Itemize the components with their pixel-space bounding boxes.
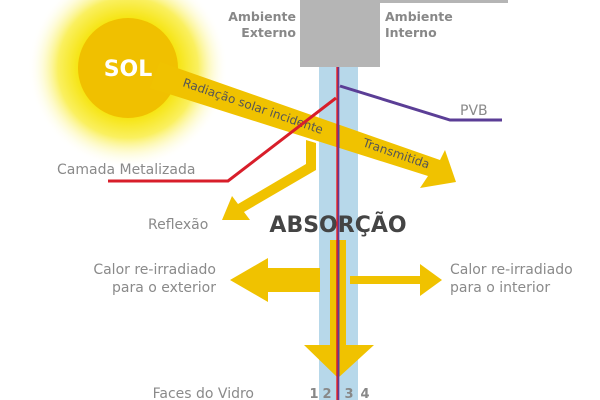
heat-interior-line1: Calor re-irradiado [450,262,573,278]
face-4: 4 [360,387,369,400]
face-1: 1 [309,387,318,400]
internal-env-line2: Interno [385,25,437,40]
environment-divider [300,0,380,67]
heat-interior-arrow [350,264,442,296]
sun-label: SOL [104,57,153,82]
reflection-label: Reflexão [148,217,208,233]
pvb-pointer-line [339,84,502,122]
metallic-pointer-line [108,96,337,183]
top-line [380,0,508,3]
heat-exterior-line2: para o exterior [112,280,216,296]
sun-icon [78,18,178,118]
face-2: 2 [322,387,331,400]
external-env-line2: Externo [241,25,296,40]
internal-env-line1: Ambiente [385,9,453,24]
face-3: 3 [344,387,353,400]
reflection-arrow [222,140,316,220]
heat-interior-line2: para o interior [450,280,550,296]
heat-exterior-line1: Calor re-irradiado [93,262,216,278]
pvb-label: PVB [460,103,488,119]
external-env-line1: Ambiente [228,9,296,24]
metallic-label: Camada Metalizada [57,162,195,178]
heat-exterior-arrow [230,258,320,302]
faces-label: Faces do Vidro [153,386,254,400]
